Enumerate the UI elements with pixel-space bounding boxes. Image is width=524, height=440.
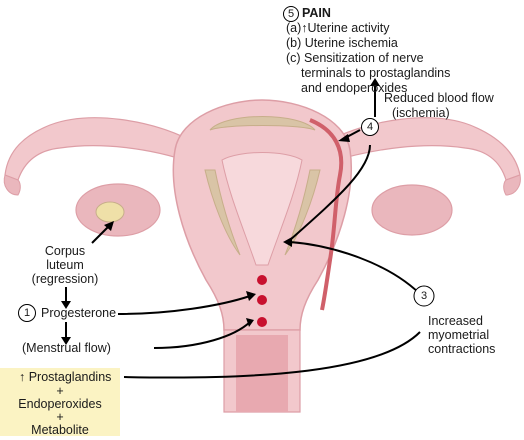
step-5-number: 5: [287, 8, 295, 20]
corpus-luteum-shape: [95, 201, 125, 223]
arrow-flow-to-uterus: [153, 321, 251, 349]
metabolite-label: Metabolite: [31, 423, 89, 437]
right-fimbriae: [503, 174, 521, 196]
step-1-number: 1: [23, 307, 31, 319]
uterine-blood-vessel: [309, 118, 344, 311]
pain-item-a: (a)↑Uterine activity: [286, 21, 390, 35]
step3-label-line3: contractions: [428, 342, 496, 356]
corpus-label-line1: Corpus: [44, 244, 86, 258]
arrow-progesterone-to-uterus: [117, 295, 251, 315]
blood-drop: [257, 295, 267, 305]
corpus-label-line2: luteum: [46, 258, 84, 272]
blood-drop: [257, 275, 267, 285]
corpus-label-line3: (regression): [31, 272, 99, 286]
arrow-step3-to-uterus: [289, 241, 425, 299]
arrow-corpus-pointer: [91, 226, 109, 244]
endoperoxides-label: Endoperoxides: [18, 397, 102, 411]
pain-item-c-line3: and endoperoxides: [301, 81, 408, 95]
right-fallopian-tube: [329, 117, 521, 181]
step3-label-line2: myometrial: [428, 328, 490, 342]
pain-item-b: (b) Uterine ischemia: [286, 36, 398, 50]
blood-drop: [257, 317, 267, 327]
pain-title: PAIN: [302, 6, 331, 20]
prostaglandins-label: ↑ Prostaglandins: [19, 370, 112, 384]
prostaglandins-box: [0, 368, 120, 436]
step-1-marker: [18, 304, 36, 322]
arrow-uterus-to-step4: [289, 144, 371, 241]
left-fallopian-tube: [4, 117, 191, 181]
plus-sign-1: +: [56, 384, 64, 398]
step-4-number: 4: [366, 121, 374, 133]
right-myometrium: [284, 169, 321, 256]
uterine-cavity: [221, 152, 303, 266]
vaginal-canal: [236, 335, 288, 412]
step4-label-line1: Reduced blood flow: [384, 91, 494, 105]
plus-sign-2: +: [56, 410, 64, 424]
right-ovary: [371, 184, 453, 236]
step-5-marker: [283, 6, 299, 22]
pain-item-c-line2: terminals to prostaglandins: [301, 66, 451, 80]
step-3-marker: [413, 285, 435, 307]
left-fimbriae: [3, 174, 21, 196]
arrow-prostaglandins-to-step3: [123, 331, 421, 379]
fundus-myometrium: [209, 116, 316, 131]
progesterone-label: Progesterone: [41, 306, 117, 320]
left-myometrium: [204, 169, 241, 256]
step4-label-line2: (ischemia): [392, 106, 450, 120]
pain-item-c-line1: (c) Sensitization of nerve: [286, 51, 424, 65]
step-4-marker: [361, 118, 379, 136]
step3-label-line1: Increased: [428, 314, 483, 328]
step-3-number: 3: [420, 290, 428, 302]
menstrual-flow-label: (Menstrual flow): [22, 341, 111, 355]
